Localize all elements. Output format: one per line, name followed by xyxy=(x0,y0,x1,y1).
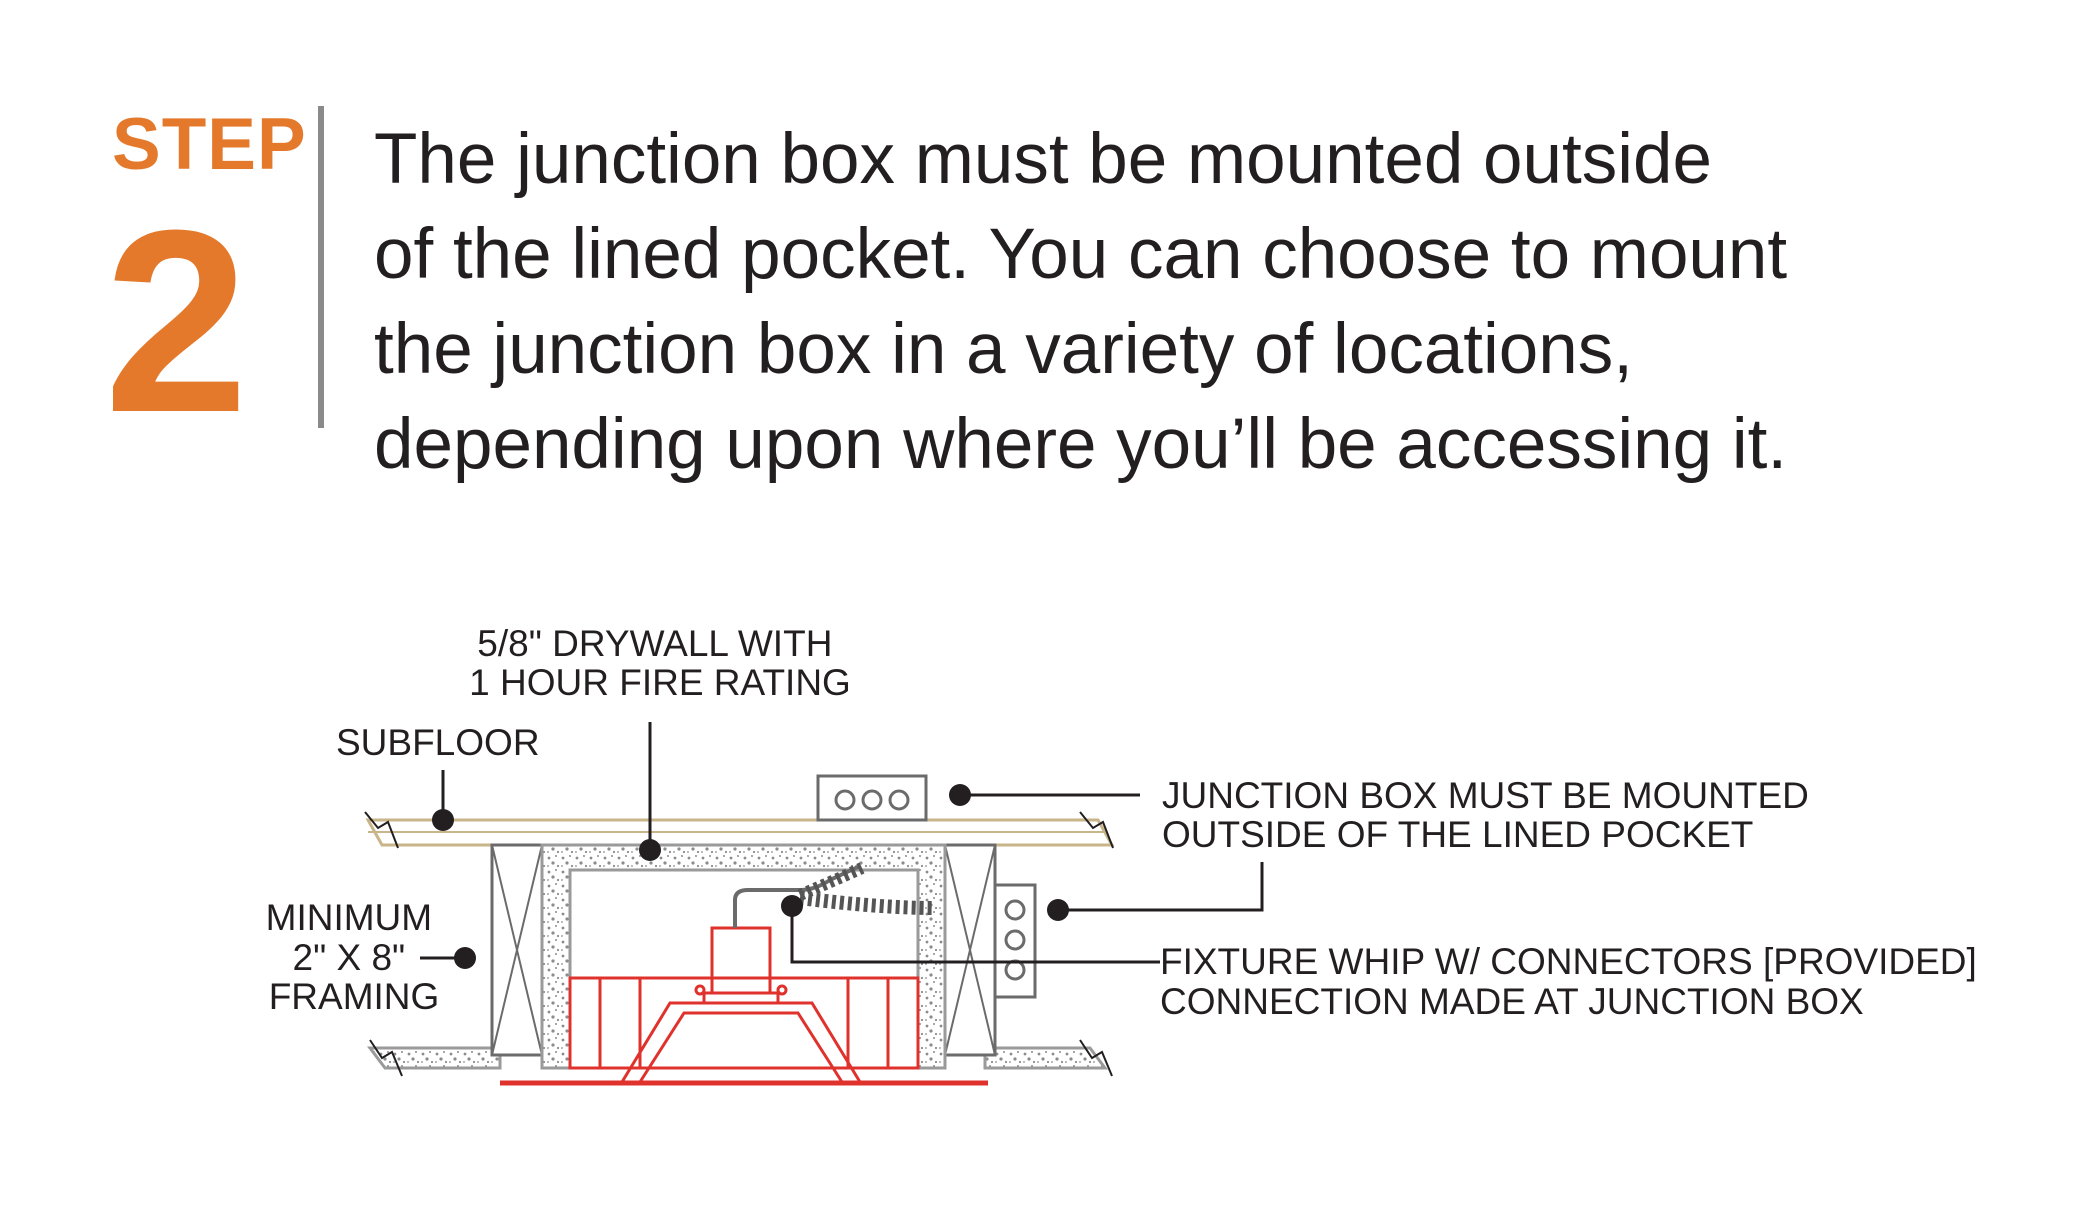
framing-label-line: 2" X 8" xyxy=(293,937,406,978)
instruction-line: The junction box must be mounted outside xyxy=(374,120,1712,199)
drywall-label: 5/8" DRYWALL WITH 1 HOUR FIRE RATING xyxy=(469,623,851,703)
junction-box-top xyxy=(816,774,928,822)
instruction-line: depending upon where you’ll be accessing… xyxy=(374,405,1788,484)
junction-box-label: JUNCTION BOX MUST BE MOUNTED OUTSIDE OF … xyxy=(1162,775,1819,855)
lined-pocket xyxy=(540,843,947,1070)
vertical-divider xyxy=(318,106,324,428)
framing-label: MINIMUM 2" X 8" FRAMING xyxy=(266,897,443,1017)
framing-label-line: MINIMUM xyxy=(266,897,432,938)
recessed-fixture xyxy=(500,926,988,1086)
subfloor-label: SUBFLOOR xyxy=(336,722,540,763)
drywall-label-line: 5/8" DRYWALL WITH xyxy=(477,623,832,664)
step-number: 2 xyxy=(104,177,249,467)
junction-box-label-line: JUNCTION BOX MUST BE MOUNTED xyxy=(1162,775,1809,816)
junction-box-side xyxy=(993,883,1037,999)
drywall-label-line: 1 HOUR FIRE RATING xyxy=(469,662,851,703)
fixture-whip xyxy=(733,862,936,928)
step-label: STEP xyxy=(112,104,307,185)
subfloor xyxy=(364,811,1115,849)
leader-dots xyxy=(432,784,1069,969)
framing-label-line: FRAMING xyxy=(269,976,440,1017)
fixture-whip-label-line: CONNECTION MADE AT JUNCTION BOX xyxy=(1160,981,1864,1022)
instruction-line: of the lined pocket. You can choose to m… xyxy=(374,215,1788,294)
fixture-whip-label-line: FIXTURE WHIP W/ CONNECTORS [PROVIDED] xyxy=(1160,941,1977,982)
instruction-line: the junction box in a variety of locatio… xyxy=(374,310,1634,389)
ceiling-drywall xyxy=(367,1039,1113,1077)
framing-joist-right xyxy=(943,843,997,1057)
instruction-text: The junction box must be mounted outside… xyxy=(374,112,1934,492)
framing-joist-left xyxy=(490,843,544,1057)
fixture-whip-label: FIXTURE WHIP W/ CONNECTORS [PROVIDED] CO… xyxy=(1160,941,1987,1022)
leader-lines xyxy=(420,722,1264,964)
junction-box-label-line: OUTSIDE OF THE LINED POCKET xyxy=(1162,814,1753,855)
